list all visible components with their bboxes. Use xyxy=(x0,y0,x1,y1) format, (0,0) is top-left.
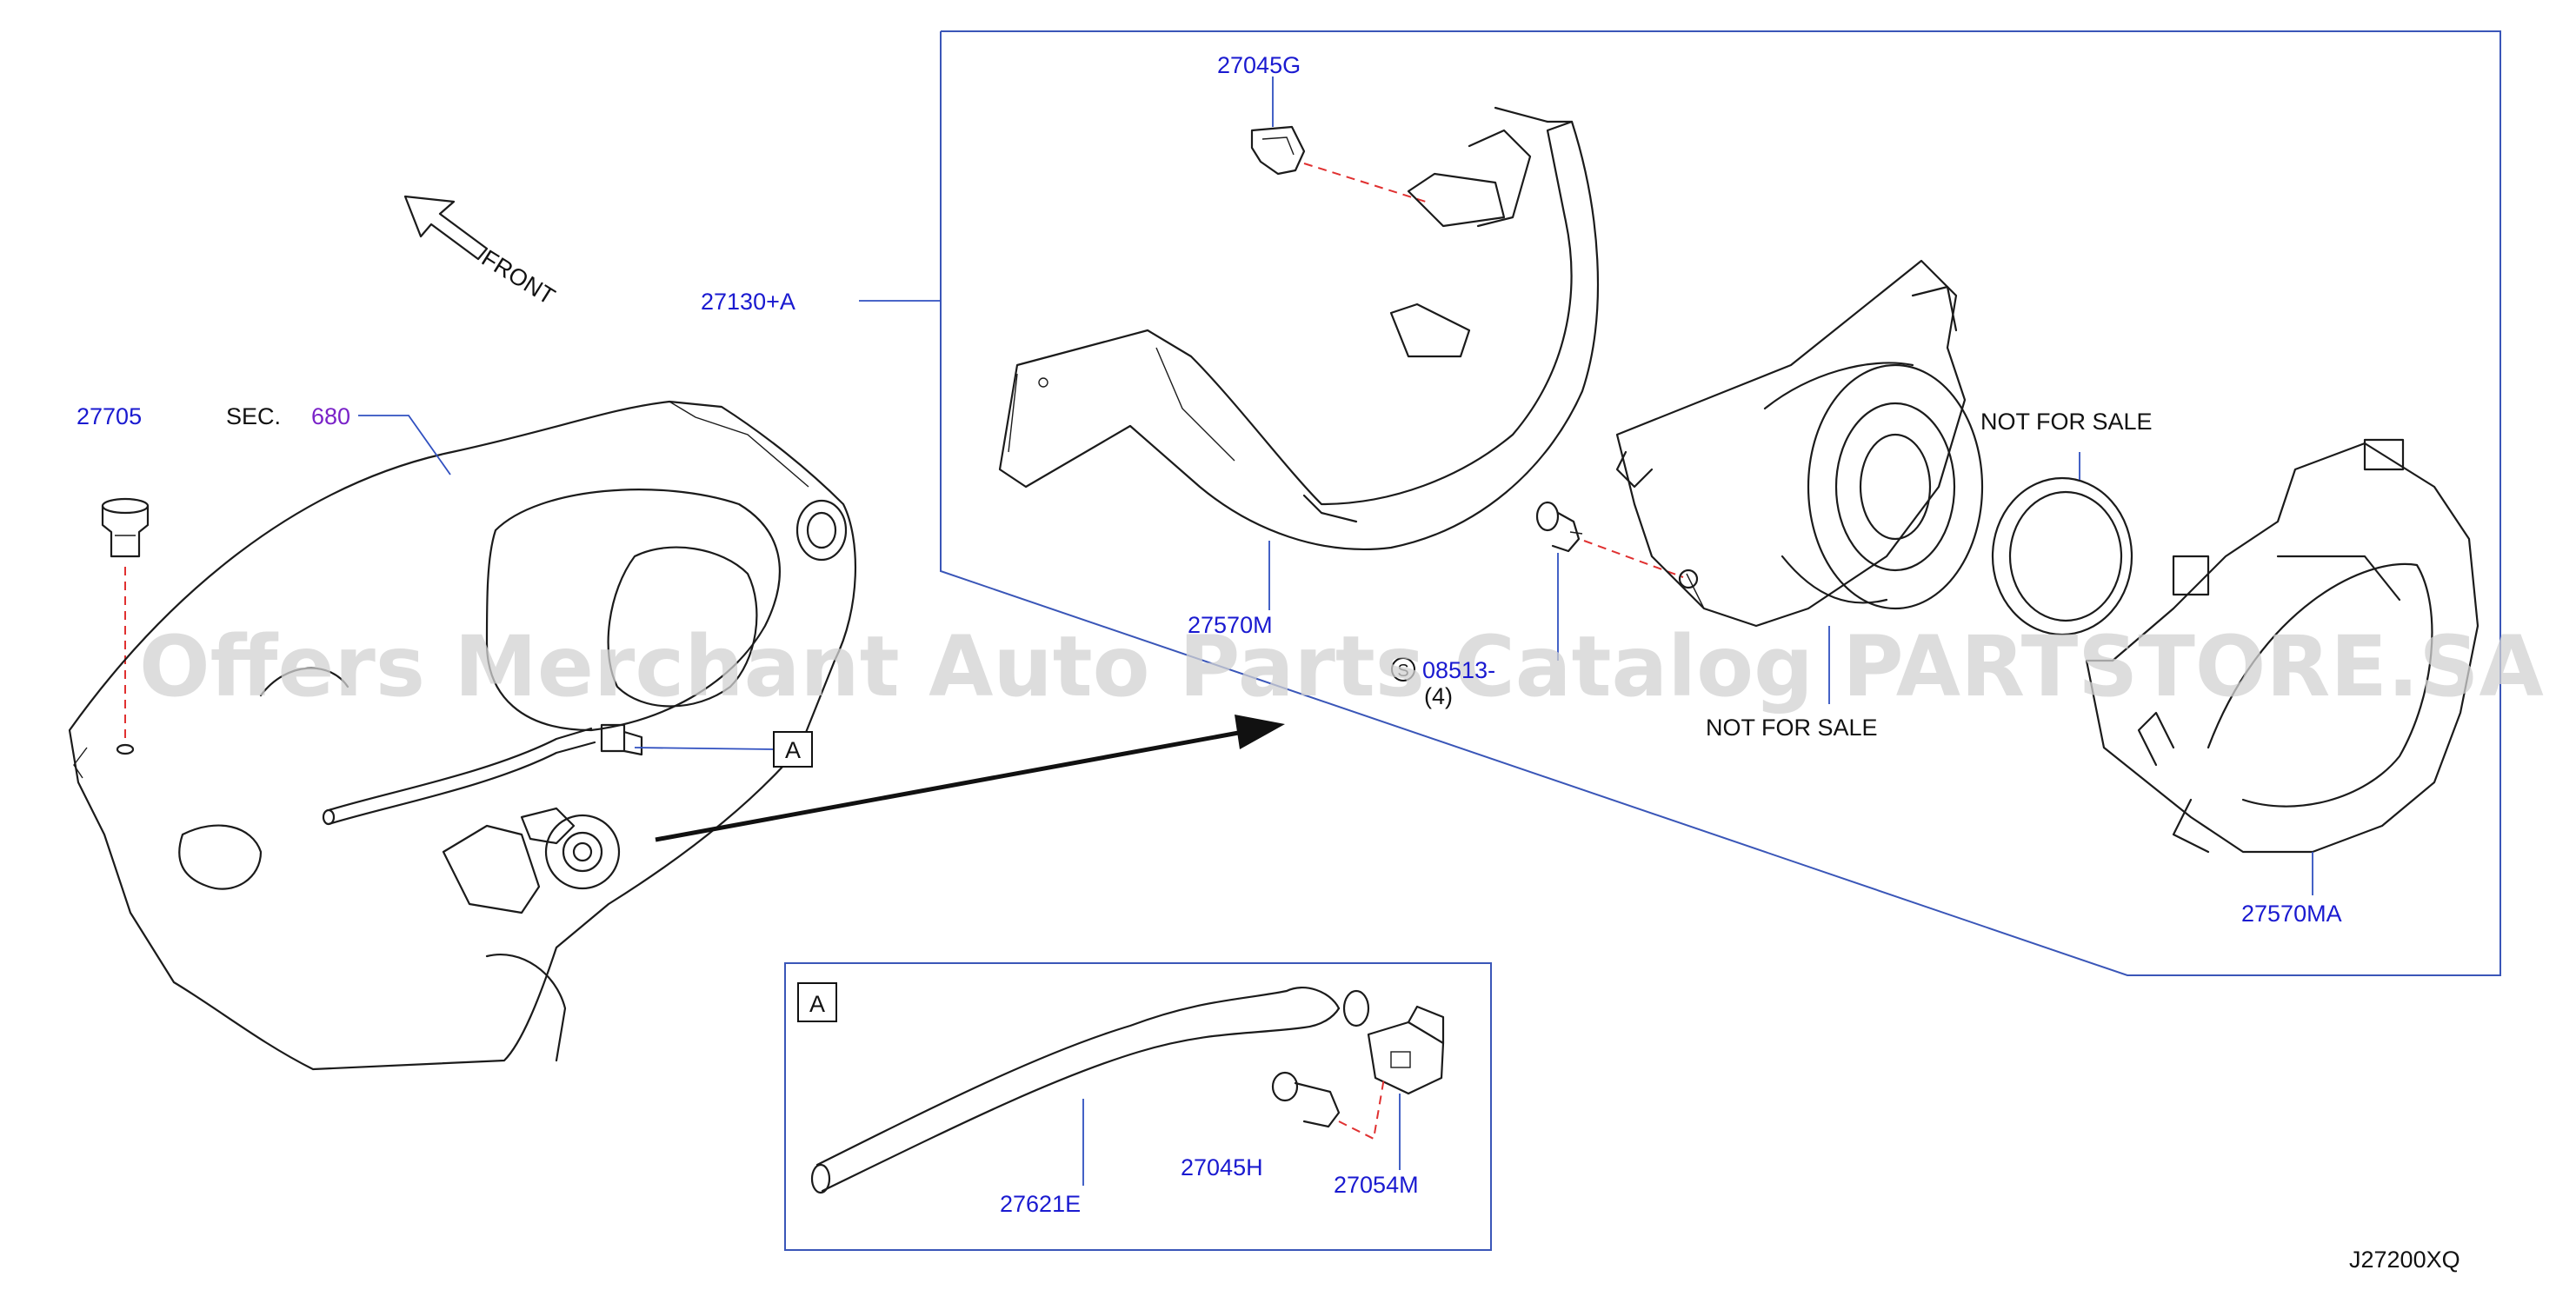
part-number-08513[interactable]: 08513- xyxy=(1422,657,1495,683)
section-prefix: SEC. xyxy=(226,403,281,429)
clip-part-27045g xyxy=(1250,125,1306,176)
steering-module-not-for-sale xyxy=(1615,259,1984,628)
diagram-code: J27200XQ xyxy=(2349,1247,2460,1273)
group-frame xyxy=(940,30,2501,976)
front-arrow-icon xyxy=(403,195,489,261)
explode-arrow-icon xyxy=(655,715,1285,842)
part-number-27045h[interactable]: 27045H xyxy=(1181,1154,1263,1180)
part-number-27570ma[interactable]: 27570MA xyxy=(2241,901,2342,927)
clip-part-27705 xyxy=(101,497,150,558)
not-for-sale-module: NOT FOR SALE xyxy=(1706,715,1878,741)
detail-a-tag xyxy=(797,982,837,1022)
harness-tube-27621e xyxy=(810,987,1370,1194)
upper-cover-27570ma xyxy=(2085,438,2479,854)
quantity-note: (4) xyxy=(1424,683,1453,709)
detail-box-a xyxy=(784,962,1492,1251)
connector-install-line xyxy=(1338,1077,1385,1140)
detail-a-callout-label: A xyxy=(785,737,801,763)
watermark: Offers Merchant Auto Parts Catalog PARTS… xyxy=(139,618,2544,715)
screw-part-08513 xyxy=(1535,501,1583,553)
front-label: FRONT xyxy=(477,245,560,310)
part-number-27130a[interactable]: 27130+A xyxy=(701,289,795,315)
emblem-not-for-sale xyxy=(1991,476,2133,636)
part-number-27705[interactable]: 27705 xyxy=(77,403,142,429)
leader-line-sec-680 xyxy=(358,415,451,475)
screw-symbol-glyph: S xyxy=(1397,662,1408,681)
screw-symbol-icon xyxy=(1391,657,1415,682)
leader-line-detail-a xyxy=(634,747,775,750)
screw-install-line xyxy=(1583,540,1684,578)
clip-part-27045h xyxy=(1271,1071,1341,1128)
section-number-680[interactable]: 680 xyxy=(311,403,350,429)
instrument-panel xyxy=(68,400,857,1071)
part-number-27621e[interactable]: 27621E xyxy=(1000,1191,1081,1217)
part-number-27570m[interactable]: 27570M xyxy=(1188,612,1273,638)
detail-a-callout-tag xyxy=(773,731,813,768)
detail-a-tag-label: A xyxy=(809,991,825,1017)
connector-part-27054m xyxy=(1367,1005,1445,1095)
lower-cover-27570m xyxy=(998,106,1600,551)
part-number-27054m[interactable]: 27054M xyxy=(1334,1172,1419,1198)
not-for-sale-emblem: NOT FOR SALE xyxy=(1980,409,2153,435)
clip-27045g-install-line xyxy=(1303,163,1427,203)
part-number-27045g[interactable]: 27045G xyxy=(1217,52,1301,78)
